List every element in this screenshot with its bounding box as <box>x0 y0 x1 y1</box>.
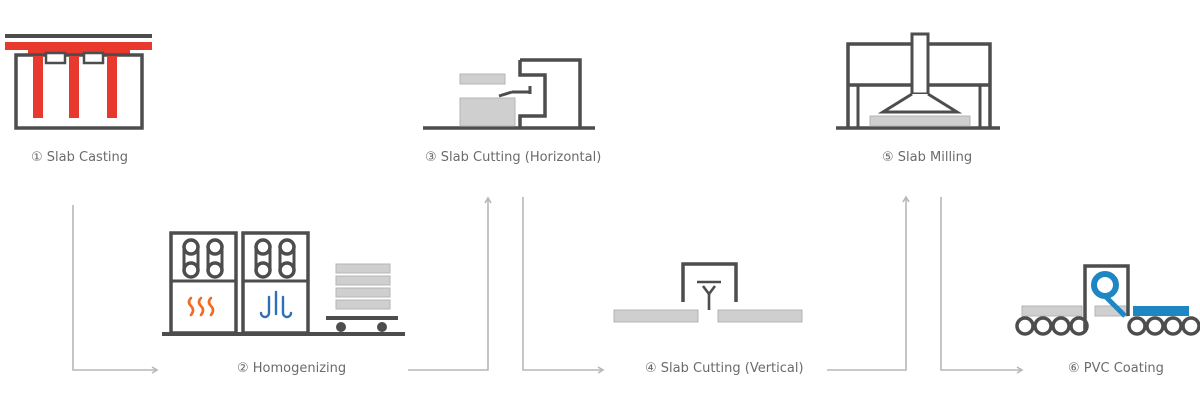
arrow-5-to-6 <box>940 197 1024 374</box>
step-label-slab-cutting-horizontal: ③ Slab Cutting (Horizontal) <box>425 150 602 165</box>
pvc-coating-illustration <box>1015 264 1200 336</box>
arrow-1-to-2 <box>72 205 159 374</box>
step-label-slab-cutting-vertical: ④ Slab Cutting (Vertical) <box>645 361 804 376</box>
step-label-homogenizing: ② Homogenizing <box>237 361 347 376</box>
arrow-2-to-3 <box>408 196 492 371</box>
step-label-pvc-coating: ⑥ PVC Coating <box>1068 361 1164 376</box>
heat-icon <box>187 296 215 317</box>
step-label-slab-milling: ⑤ Slab Milling <box>882 150 973 165</box>
slab-milling-illustration <box>836 32 1000 130</box>
homogenizing-illustration <box>162 231 405 336</box>
arrow-4-to-5 <box>827 195 910 371</box>
slab-stack <box>335 263 391 310</box>
slab-casting-illustration <box>5 34 152 130</box>
horizontal-cutting-illustration <box>423 58 595 130</box>
pvc-roll-icon <box>1091 271 1127 318</box>
step-label-slab-casting: ① Slab Casting <box>31 150 129 165</box>
vertical-cutting-illustration <box>613 262 803 323</box>
cooling-icon <box>259 290 293 319</box>
flow-arrows <box>72 195 1024 374</box>
arrow-3-to-4 <box>522 197 605 374</box>
